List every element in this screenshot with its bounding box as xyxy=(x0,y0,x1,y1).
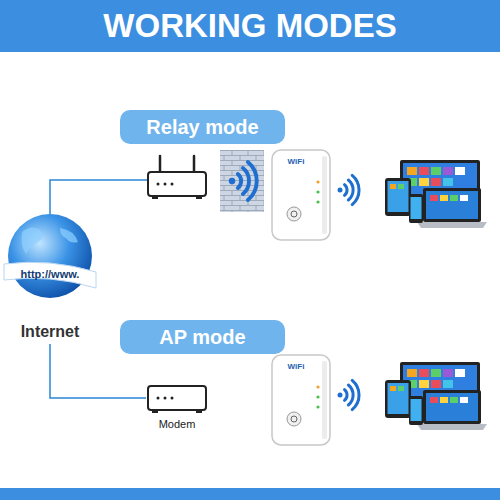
mode-pill: AP mode xyxy=(120,320,285,354)
device-label: Internet xyxy=(4,322,96,341)
mode-label: AP mode xyxy=(159,325,245,349)
logo-text: WiFi xyxy=(272,157,320,167)
logo-text: WiFi xyxy=(272,362,320,372)
bottom-strip xyxy=(0,488,500,500)
mode-pill: Relay mode xyxy=(120,110,285,144)
globe-text: http://www. xyxy=(10,268,90,281)
modem-node: Modem xyxy=(146,372,208,434)
device-label: Modem xyxy=(146,418,208,431)
mode-label: Relay mode xyxy=(146,115,258,139)
title-text: WORKING MODES xyxy=(0,8,500,44)
